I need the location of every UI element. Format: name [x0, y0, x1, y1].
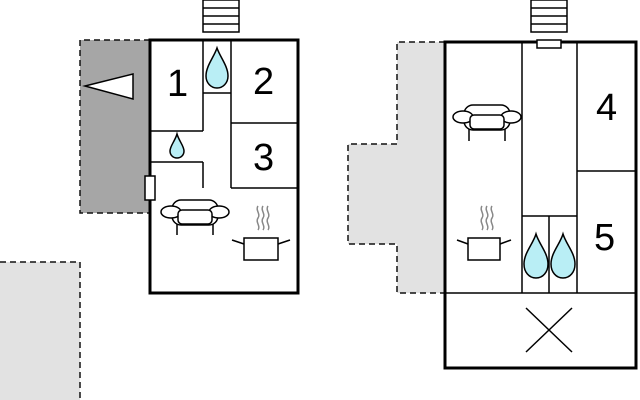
left-building-walls: [148, 38, 300, 295]
left-interior-walls: [150, 40, 298, 189]
covered-terrace: [80, 40, 150, 213]
void-cross-icon: [525, 307, 573, 353]
covered-terrace-dashed-outline: [79, 39, 150, 214]
bathroom-drop-icon: [550, 231, 576, 279]
entrance-door: [144, 175, 156, 201]
top-window: [536, 39, 562, 49]
entrance-arrow-icon: [82, 73, 134, 100]
terrace-right-dashed-outline: [347, 41, 445, 294]
right-floor-plan: 4 5: [347, 0, 638, 370]
room-1-label: 1: [167, 63, 188, 105]
right-interior-walls: [445, 42, 636, 294]
bathroom-drop-icon: [523, 231, 549, 279]
cooking-pot-icon: [456, 205, 512, 261]
stairs-icon: [202, 0, 240, 33]
terrace-right: [348, 42, 445, 293]
room-4-label: 4: [596, 87, 617, 129]
left-floor-plan: 1 2 3: [0, 0, 300, 400]
room-2-label: 2: [253, 61, 274, 103]
terrace-bottom-left-dashed-outline: [0, 261, 81, 400]
room-5-label: 5: [594, 217, 615, 259]
terrace-bottom-left: [0, 262, 80, 400]
bathroom-drop-icon: [205, 45, 229, 89]
shower-drop-icon: [169, 131, 185, 159]
room-3-label: 3: [253, 137, 274, 179]
sofa-icon: [452, 104, 522, 141]
cooking-pot-icon: [231, 205, 291, 261]
stairs-icon: [530, 0, 568, 33]
sofa-icon: [160, 199, 230, 235]
